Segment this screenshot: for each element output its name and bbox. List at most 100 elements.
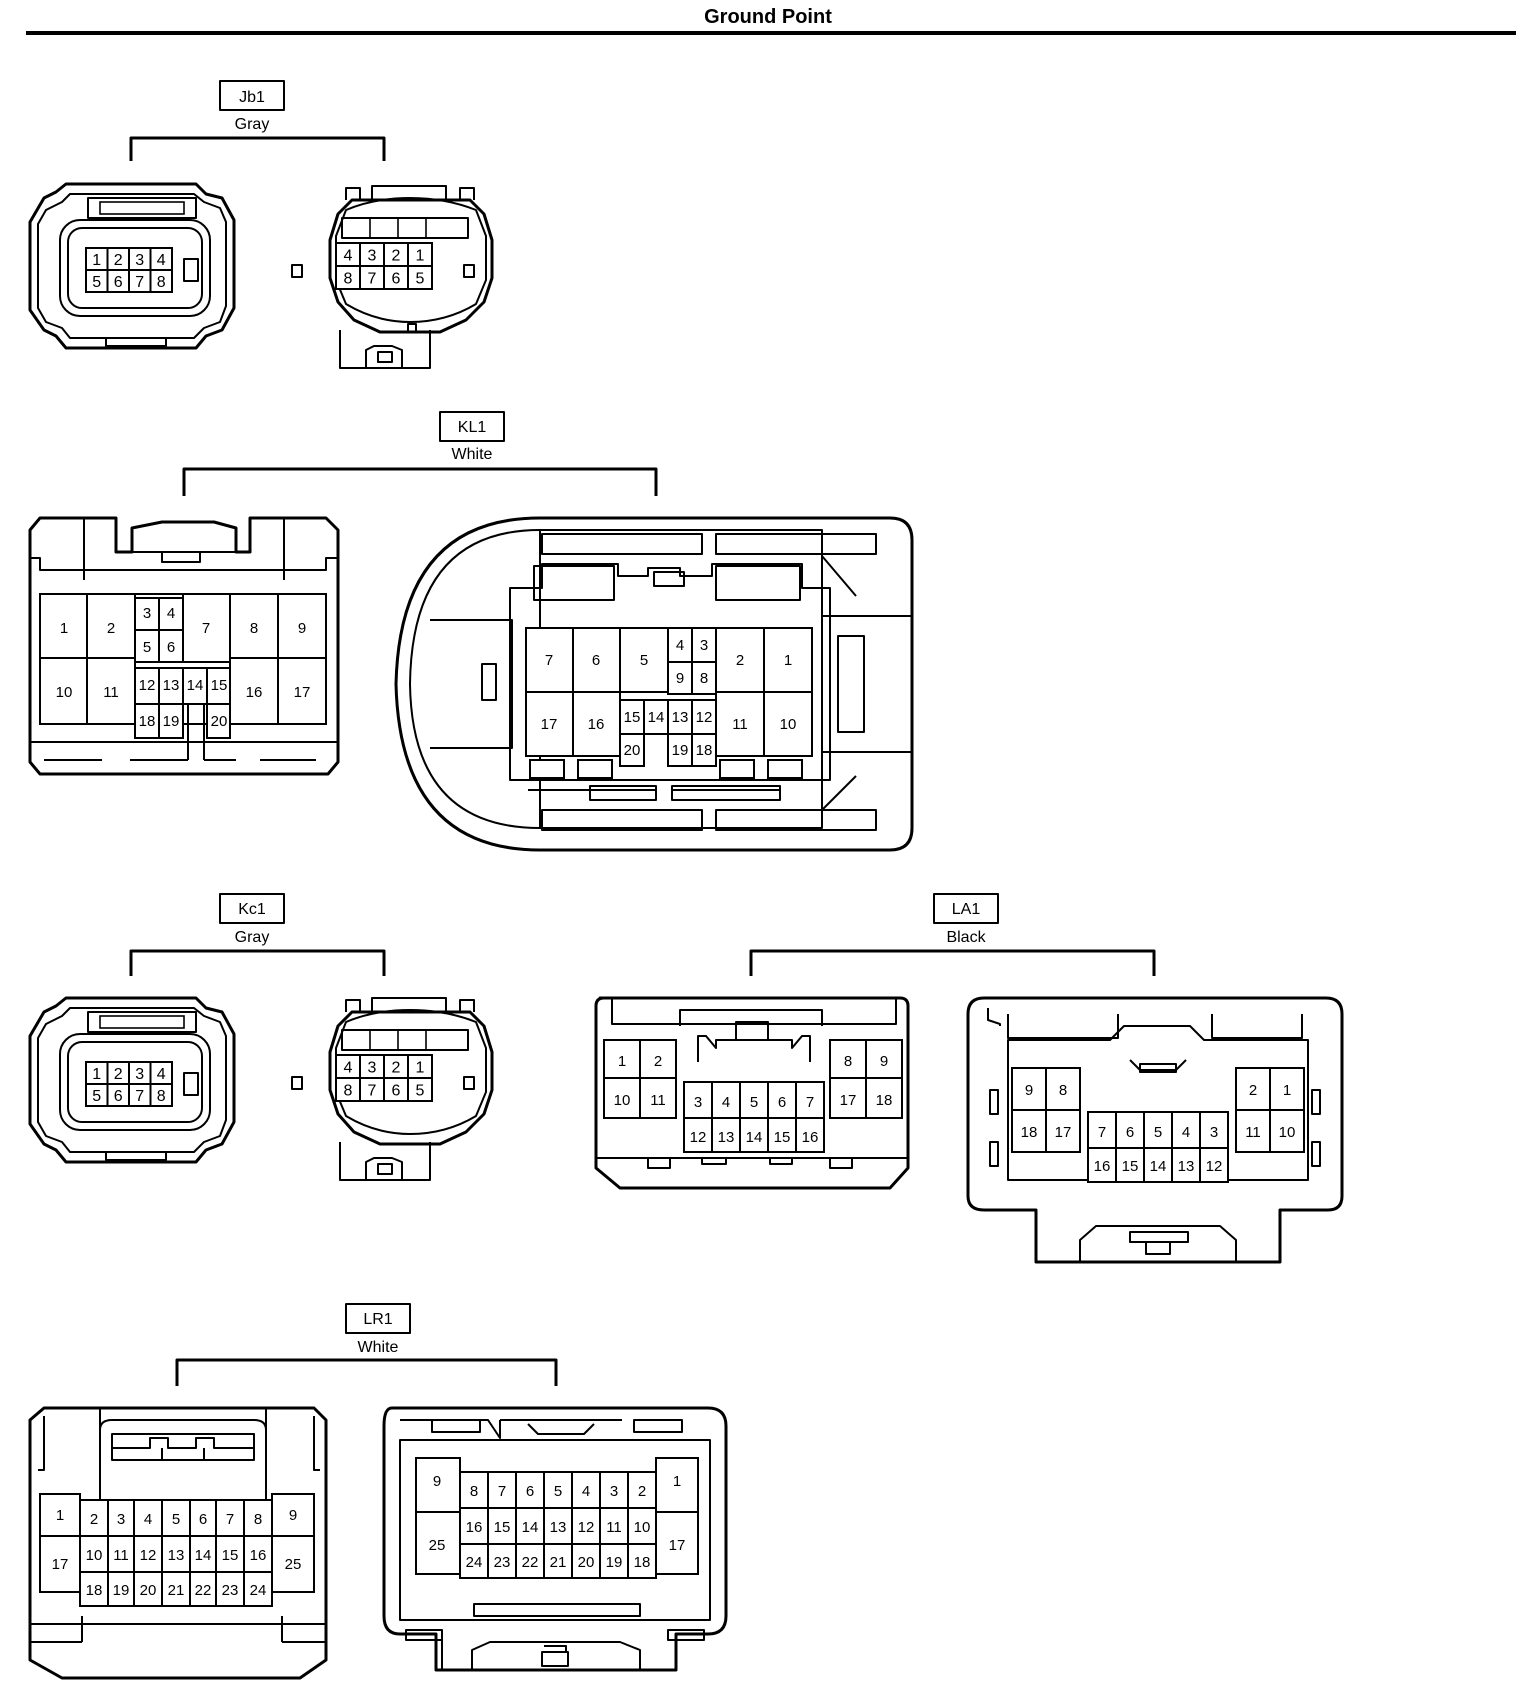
pin-number: 2 [392, 248, 401, 265]
pin-number: 4 [1182, 1124, 1190, 1141]
pin-cell [149, 1083, 173, 1107]
pin-number: 1 [784, 652, 792, 669]
pin-number: 2 [107, 620, 115, 637]
pin-number: 15 [774, 1129, 791, 1146]
pin-number: 6 [392, 271, 401, 288]
pin-number: 6 [167, 639, 175, 656]
pin-number: 4 [157, 1066, 166, 1083]
pin-number: 5 [416, 271, 425, 288]
pin-number: 8 [250, 620, 258, 637]
connector-face-left [594, 996, 910, 1190]
pin-number: 3 [117, 1511, 125, 1528]
connector-bracket [129, 949, 386, 976]
pin-number: 3 [700, 637, 708, 654]
pin-number: 8 [470, 1483, 478, 1500]
pin-number: 11 [606, 1519, 622, 1536]
pin-number: 4 [582, 1483, 590, 1500]
connector-bracket [129, 136, 386, 161]
pin-number: 13 [672, 709, 689, 726]
pin-number: 8 [1059, 1082, 1067, 1099]
pin-cell [407, 265, 433, 290]
pin-number: 10 [634, 1519, 651, 1536]
pin-number: 7 [545, 652, 553, 669]
connector-color: White [358, 1339, 399, 1356]
pin-number: 13 [1178, 1158, 1195, 1175]
pin-number: 8 [254, 1511, 262, 1528]
pin-number: 3 [610, 1483, 618, 1500]
pin-number: 20 [624, 742, 641, 759]
pin-number: 19 [113, 1582, 130, 1599]
pin-number: 6 [114, 274, 123, 291]
pin-number: 2 [90, 1511, 98, 1528]
pin-number: 9 [880, 1053, 888, 1070]
pin-number: 18 [696, 742, 713, 759]
pin-number: 9 [289, 1507, 297, 1524]
pin-number: 1 [92, 1066, 101, 1083]
pin-number: 8 [157, 274, 166, 291]
pin-cell [149, 269, 173, 293]
pin-number: 23 [494, 1554, 511, 1571]
pin-number: 15 [211, 677, 228, 694]
pin-number: 6 [526, 1483, 534, 1500]
connector-id-box [345, 1303, 411, 1334]
pin-number: 1 [60, 620, 68, 637]
connector-face-male [291, 185, 494, 369]
pin-number: 19 [672, 742, 689, 759]
pin-number: 5 [92, 274, 101, 291]
pin-number: 11 [113, 1547, 129, 1564]
connector-id: Jb1 [239, 89, 265, 106]
connector-color: Black [946, 929, 986, 946]
pin-number: 1 [416, 248, 425, 265]
connector-color: White [452, 446, 493, 463]
pin-number: 19 [163, 713, 180, 730]
pin-number: 4 [157, 252, 166, 269]
pin-number: 7 [368, 271, 377, 288]
pin-number: 15 [624, 709, 641, 726]
pin-number: 4 [167, 605, 175, 622]
pin-number: 4 [676, 637, 684, 654]
pin-number: 1 [618, 1053, 626, 1070]
pin-number: 15 [1122, 1158, 1139, 1175]
pin-number: 16 [246, 684, 263, 701]
pin-number: 12 [578, 1519, 595, 1536]
pin-cells-lr1-right [415, 1457, 699, 1579]
pin-number: 17 [294, 684, 311, 701]
connector-id: LR1 [363, 1311, 392, 1328]
pin-number: 6 [392, 1083, 401, 1100]
pin-number: 7 [1098, 1124, 1106, 1141]
pin-number: 10 [56, 684, 73, 701]
pin-number: 5 [416, 1083, 425, 1100]
pin-number: 9 [298, 620, 306, 637]
pin-cells-lr1-left [39, 1493, 315, 1607]
pin-cells-la1-left [603, 1039, 903, 1153]
connector-kl1: KL1 White [28, 411, 914, 852]
pin-number: 5 [92, 1088, 101, 1105]
pin-number: 6 [114, 1088, 123, 1105]
pin-number: 18 [86, 1582, 103, 1599]
pin-number: 2 [114, 1066, 123, 1083]
connector-color: Gray [235, 929, 270, 946]
connector-face-left [28, 516, 340, 776]
connector-face-female [28, 182, 236, 350]
pin-number: 21 [168, 1582, 185, 1599]
pin-number: 6 [592, 652, 600, 669]
pin-number: 1 [416, 1060, 425, 1077]
connector-la1: LA1 Black [594, 893, 1344, 1264]
pin-number: 18 [1021, 1124, 1038, 1141]
pin-number: 2 [1249, 1082, 1257, 1099]
connector-id-box [439, 411, 505, 442]
pin-number: 17 [1055, 1124, 1072, 1141]
pin-number: 11 [1245, 1124, 1261, 1141]
pin-number: 22 [195, 1582, 212, 1599]
pin-number: 4 [722, 1094, 730, 1111]
pin-number: 7 [202, 620, 210, 637]
connector-id: LA1 [952, 901, 981, 918]
pin-number: 12 [696, 709, 713, 726]
